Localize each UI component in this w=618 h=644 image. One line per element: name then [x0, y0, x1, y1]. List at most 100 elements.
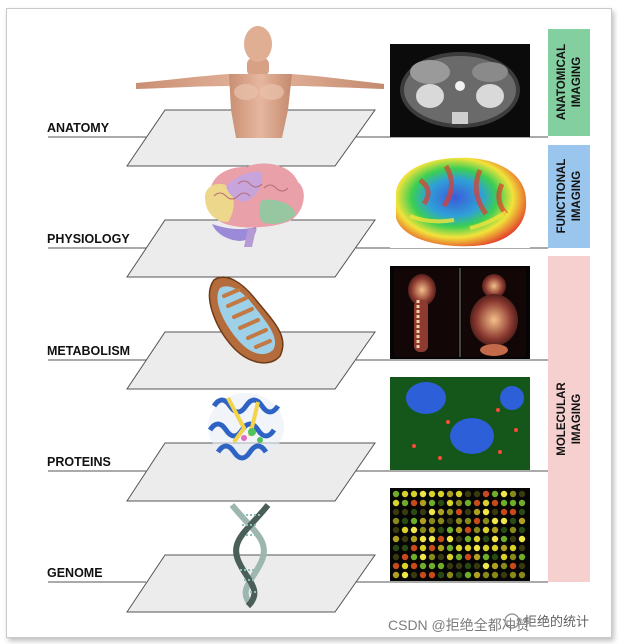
protein-structure-icon [207, 393, 284, 461]
microarray-spot [491, 562, 499, 570]
microarray-spot [482, 535, 490, 543]
microarray-spot [455, 508, 463, 516]
level-label-physiology: PHYSIOLOGY [47, 232, 130, 246]
microarray-spot [473, 553, 481, 561]
microarray-spot [473, 535, 481, 543]
microarray-spot [509, 526, 517, 534]
microarray-spot [491, 499, 499, 507]
microarray-spot [446, 499, 454, 507]
microarray-spot [446, 508, 454, 516]
microarray-spot [446, 544, 454, 552]
microarray-spot [428, 571, 436, 579]
band-molecular-imaging [548, 256, 590, 582]
microarray-spot [509, 499, 517, 507]
microarray-spot [437, 526, 445, 534]
level-label-anatomy: ANATOMY [47, 121, 110, 135]
microarray-spot [446, 526, 454, 534]
microarray-spot [410, 499, 418, 507]
microarray-spot [509, 535, 517, 543]
microarray-spot [482, 571, 490, 579]
microarray-spot [419, 535, 427, 543]
microarray-spot [482, 562, 490, 570]
dna-helix-icon [229, 503, 271, 609]
microarray-spot [473, 517, 481, 525]
microarray-spot [491, 553, 499, 561]
band-molecular-line2: IMAGING [571, 394, 583, 445]
microarray-spot [419, 562, 427, 570]
band-functional-imaging [548, 145, 590, 248]
microarray-spot [410, 544, 418, 552]
microarray-spot [491, 526, 499, 534]
microarray-spot [518, 535, 526, 543]
microarray-spot [401, 490, 409, 498]
microarray-spot [446, 553, 454, 561]
microarray-spot [410, 508, 418, 516]
fluorescence-microscopy-image [390, 377, 530, 470]
band-functional-line2: IMAGING [571, 171, 583, 222]
microarray-spot [437, 571, 445, 579]
microarray-spot [464, 553, 472, 561]
microarray-spot [482, 553, 490, 561]
microarray-spot [401, 562, 409, 570]
microarray-spot [509, 571, 517, 579]
microarray-spot [428, 553, 436, 561]
microarray-spot [437, 490, 445, 498]
microarray-spot [437, 544, 445, 552]
microarray-spot [455, 571, 463, 579]
microarray-spot [500, 526, 508, 534]
microarray-spot [392, 508, 400, 516]
microarray-spot [518, 517, 526, 525]
microarray-spot [464, 571, 472, 579]
microarray-spot [455, 499, 463, 507]
microarray-spot [464, 499, 472, 507]
brain-icon [204, 163, 304, 247]
pet-ct-scan-image [390, 266, 530, 359]
microarray-spot [500, 571, 508, 579]
microarray-spot [464, 544, 472, 552]
microarray-spot [473, 499, 481, 507]
band-anatomical-imaging [548, 29, 590, 136]
watermark: 拒绝的统计 CSDN @拒绝全都冲赞 [388, 613, 589, 633]
microarray-spot [482, 517, 490, 525]
microarray-spot [500, 535, 508, 543]
microarray-spot [464, 535, 472, 543]
watermark-source: CSDN @拒绝全都冲赞 [388, 617, 530, 633]
microarray-spot [428, 490, 436, 498]
microarray-spot [428, 535, 436, 543]
microarray-spot [392, 490, 400, 498]
microarray-spot [446, 562, 454, 570]
microarray-spot [500, 508, 508, 516]
microarray-spot [518, 508, 526, 516]
microarray-spot [491, 517, 499, 525]
microarray-spot [419, 490, 427, 498]
microarray-spot [473, 562, 481, 570]
microarray-spot [518, 553, 526, 561]
microarray-spot [473, 526, 481, 534]
ct-scan-image [390, 44, 530, 137]
microarray-spot [482, 508, 490, 516]
microarray-spot [428, 526, 436, 534]
microarray-spot [401, 544, 409, 552]
microarray-spot [491, 508, 499, 516]
microarray-spot [464, 526, 472, 534]
microarray-spot [473, 544, 481, 552]
level-labels: ANATOMY PHYSIOLOGY METABOLISM PROTEINS G… [47, 121, 130, 580]
microarray-spot [455, 553, 463, 561]
microarray-spot [455, 535, 463, 543]
microarray-spot [401, 517, 409, 525]
microarray-spot [410, 490, 418, 498]
microarray-spot [419, 526, 427, 534]
microarray-spot [455, 544, 463, 552]
microarray-spot [428, 562, 436, 570]
microarray-spot [509, 490, 517, 498]
microarray-spot [437, 508, 445, 516]
microarray-spot [437, 562, 445, 570]
microarray-spot [446, 571, 454, 579]
microarray-spot [437, 517, 445, 525]
microarray-spot [473, 490, 481, 498]
microarray-spot [392, 517, 400, 525]
microarray-spot [419, 499, 427, 507]
microarray-spot [392, 544, 400, 552]
microarray-spot [473, 508, 481, 516]
